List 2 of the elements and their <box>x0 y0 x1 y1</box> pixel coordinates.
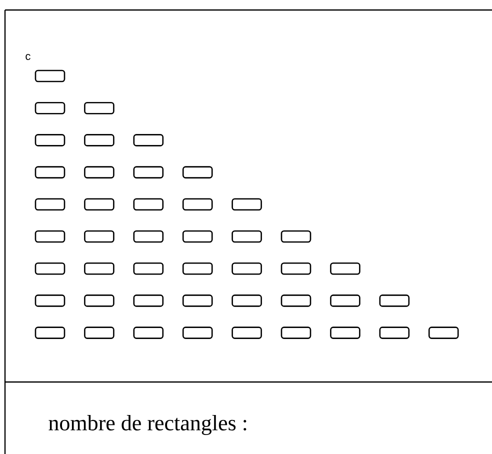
letter-label: c <box>26 54 30 60</box>
prompt-text: nombre de rectangles : <box>48 415 246 435</box>
